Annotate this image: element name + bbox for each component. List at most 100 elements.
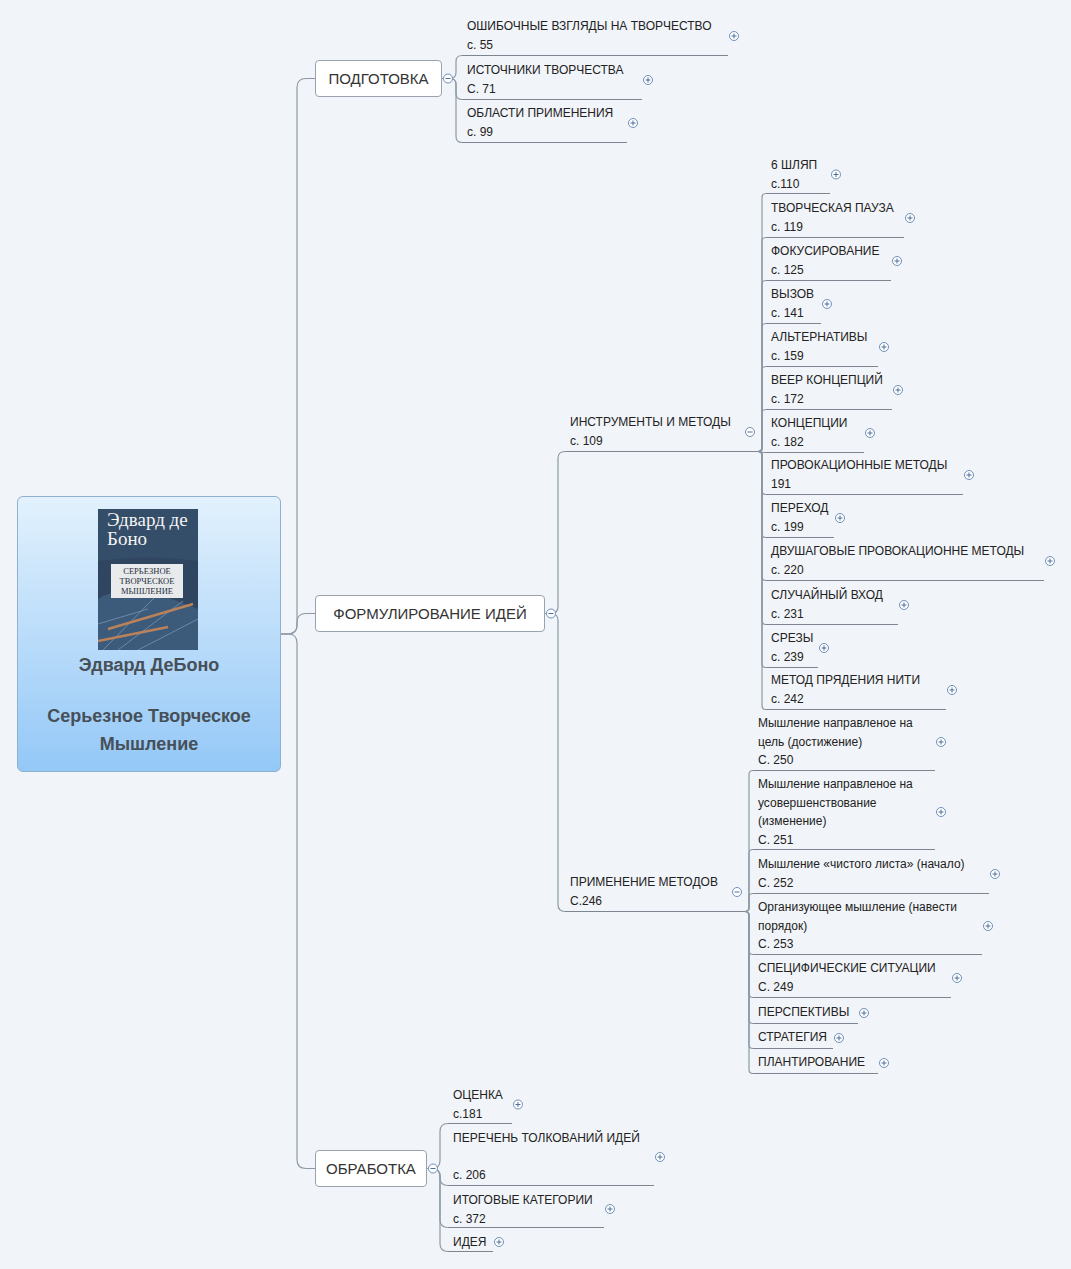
main-branch-box: ПОДГОТОВКА <box>315 60 442 97</box>
marker-circle <box>656 1153 665 1162</box>
subtopic: ОШИБОЧНЫЕ ВЗГЛЯДЫ НА ТВОРЧЕСТВОс. 55 <box>462 16 728 56</box>
marker-circle <box>965 471 974 480</box>
branch-connector <box>758 452 766 625</box>
topic-title: СРЕЗЫ <box>771 629 814 648</box>
branch-connector <box>745 850 753 912</box>
branch-connector <box>427 1169 448 1252</box>
marker-sign <box>748 432 753 433</box>
subtopic: МЕТОД ПРЯДЕНИЯ НИТИс. 242 <box>766 670 946 710</box>
topic-title: СТРАТЕГИЯ <box>758 1028 829 1047</box>
marker-circle <box>880 343 889 352</box>
subtopic: ОЦЕНКАс.181 <box>448 1085 512 1124</box>
subtopic: СПЕЦИФИЧЕСКИЕ СИТУАЦИИС. 249 <box>753 958 951 998</box>
expand-marker <box>836 514 845 523</box>
page-number: с. 55 <box>467 36 724 55</box>
collapse-marker <box>547 609 556 618</box>
page-number: с. 159 <box>771 347 874 366</box>
page-number: с. 182 <box>771 433 860 452</box>
marker-sign <box>993 872 998 877</box>
branch-connector <box>758 367 766 452</box>
expand-marker <box>880 1059 889 1068</box>
expand-marker <box>629 119 638 128</box>
subtopic: КОНЦЕПЦИИс. 182 <box>766 413 864 453</box>
branch-connector <box>745 912 753 998</box>
expand-marker <box>832 170 841 179</box>
marker-sign <box>862 1011 867 1016</box>
page-number: с. 99 <box>467 123 623 142</box>
branch-connector <box>745 894 753 912</box>
cover-leaf <box>98 591 198 650</box>
marker-circle <box>860 1009 869 1018</box>
collapse-marker <box>733 888 742 897</box>
cover-author: Эдвард де Боно <box>107 510 189 548</box>
subtopic: Организующее мышление (навести порядок)С… <box>753 897 982 955</box>
subtopic: ОБЛАСТИ ПРИМЕНЕНИЯс. 99 <box>462 103 627 143</box>
marker-sign <box>516 1102 521 1107</box>
page-number: с. 141 <box>771 304 817 323</box>
marker-sign <box>837 1036 842 1041</box>
subtopic: ПЕРЕХОДс. 199 <box>766 498 834 538</box>
subtopic: ИСТОЧНИКИ ТВОРЧЕСТВАС. 71 <box>462 60 642 100</box>
branch-connector <box>281 634 315 1169</box>
expand-marker <box>948 686 957 695</box>
marker-sign <box>822 646 827 651</box>
expand-marker <box>991 870 1000 879</box>
subtopic: ВЫЗОВс. 141 <box>766 284 821 324</box>
topic-title: ПЕРЕХОД <box>771 499 830 518</box>
marker-sign <box>446 78 451 79</box>
expand-marker <box>984 922 993 931</box>
branch-connector <box>758 194 766 452</box>
expand-marker <box>900 601 909 610</box>
topic-title: ИНСТРУМЕНТЫ И МЕТОДЫ <box>570 413 754 432</box>
cover-title-text: СЕРЬЕЗНОЕ ТВОРЧЕСКОЕ МЫШЛЕНИЕ <box>112 566 182 596</box>
expand-marker <box>937 808 946 817</box>
branch-connector <box>758 281 766 452</box>
subtopic: Мышление направленое на усовершенствован… <box>753 774 935 850</box>
topic-title: Организующее мышление (навести порядок) <box>758 898 973 935</box>
marker-sign <box>834 172 839 177</box>
page-number: С. 251 <box>758 831 918 850</box>
marker-circle <box>733 888 742 897</box>
page-number: с. 199 <box>771 518 830 537</box>
subtopic: ИНСТРУМЕНТЫ И МЕТОДЫс. 109 <box>565 412 758 452</box>
cover-author-text: Эдвард де Боно <box>107 510 189 548</box>
topic-title: Мышление направленое на усовершенствован… <box>758 775 918 831</box>
marker-sign <box>608 1207 613 1212</box>
main-branch-box: ФОРМУЛИРОВАНИЕ ИДЕЙ <box>315 595 545 632</box>
marker-sign <box>431 1168 436 1169</box>
marker-circle <box>730 32 739 41</box>
topic-title: ФОКУСИРОВАНИЕ <box>771 242 887 261</box>
marker-circle <box>606 1205 615 1214</box>
branch-connector <box>758 410 766 452</box>
main-branch-box: ОБРАБОТКА <box>315 1150 427 1187</box>
topic-title: ПЕРСПЕКТИВЫ <box>758 1003 854 1022</box>
topic-title: Мышление направленое на цель (достижение… <box>758 714 918 751</box>
topic-title: ФОРМУЛИРОВАНИЕ ИДЕЙ <box>333 605 526 622</box>
marker-circle <box>820 644 829 653</box>
topic-title: СЛУЧАЙНЫЙ ВХОД <box>771 586 894 605</box>
page-number: с. 109 <box>570 432 754 451</box>
marker-sign <box>646 78 651 83</box>
cover-shade <box>98 509 198 561</box>
marker-sign <box>882 1061 887 1066</box>
marker-sign <box>986 924 991 929</box>
page-number: с.110 <box>771 175 826 194</box>
branch-connector <box>758 452 766 453</box>
subtopic: СРЕЗЫс. 239 <box>766 628 818 668</box>
marker-sign <box>1048 559 1053 564</box>
expand-marker <box>906 214 915 223</box>
topic-title: СПЕЦИФИЧЕСКИЕ СИТУАЦИИ <box>758 959 947 978</box>
collapse-marker <box>746 428 755 437</box>
branch-connector <box>758 452 766 668</box>
page-number: с. 220 <box>771 561 1040 580</box>
expand-marker <box>937 738 946 747</box>
topic-title: ВЕЕР КОНЦЕПЦИЙ <box>771 371 888 390</box>
marker-circle <box>495 1238 504 1247</box>
page-number: С. 252 <box>758 874 985 893</box>
marker-circle <box>644 76 653 85</box>
marker-sign <box>939 740 944 745</box>
marker-circle <box>900 601 909 610</box>
topic-title: Мышление «чистого листа» (начало) <box>758 855 985 874</box>
page-number: С.246 <box>570 892 741 911</box>
marker-sign <box>732 34 737 39</box>
